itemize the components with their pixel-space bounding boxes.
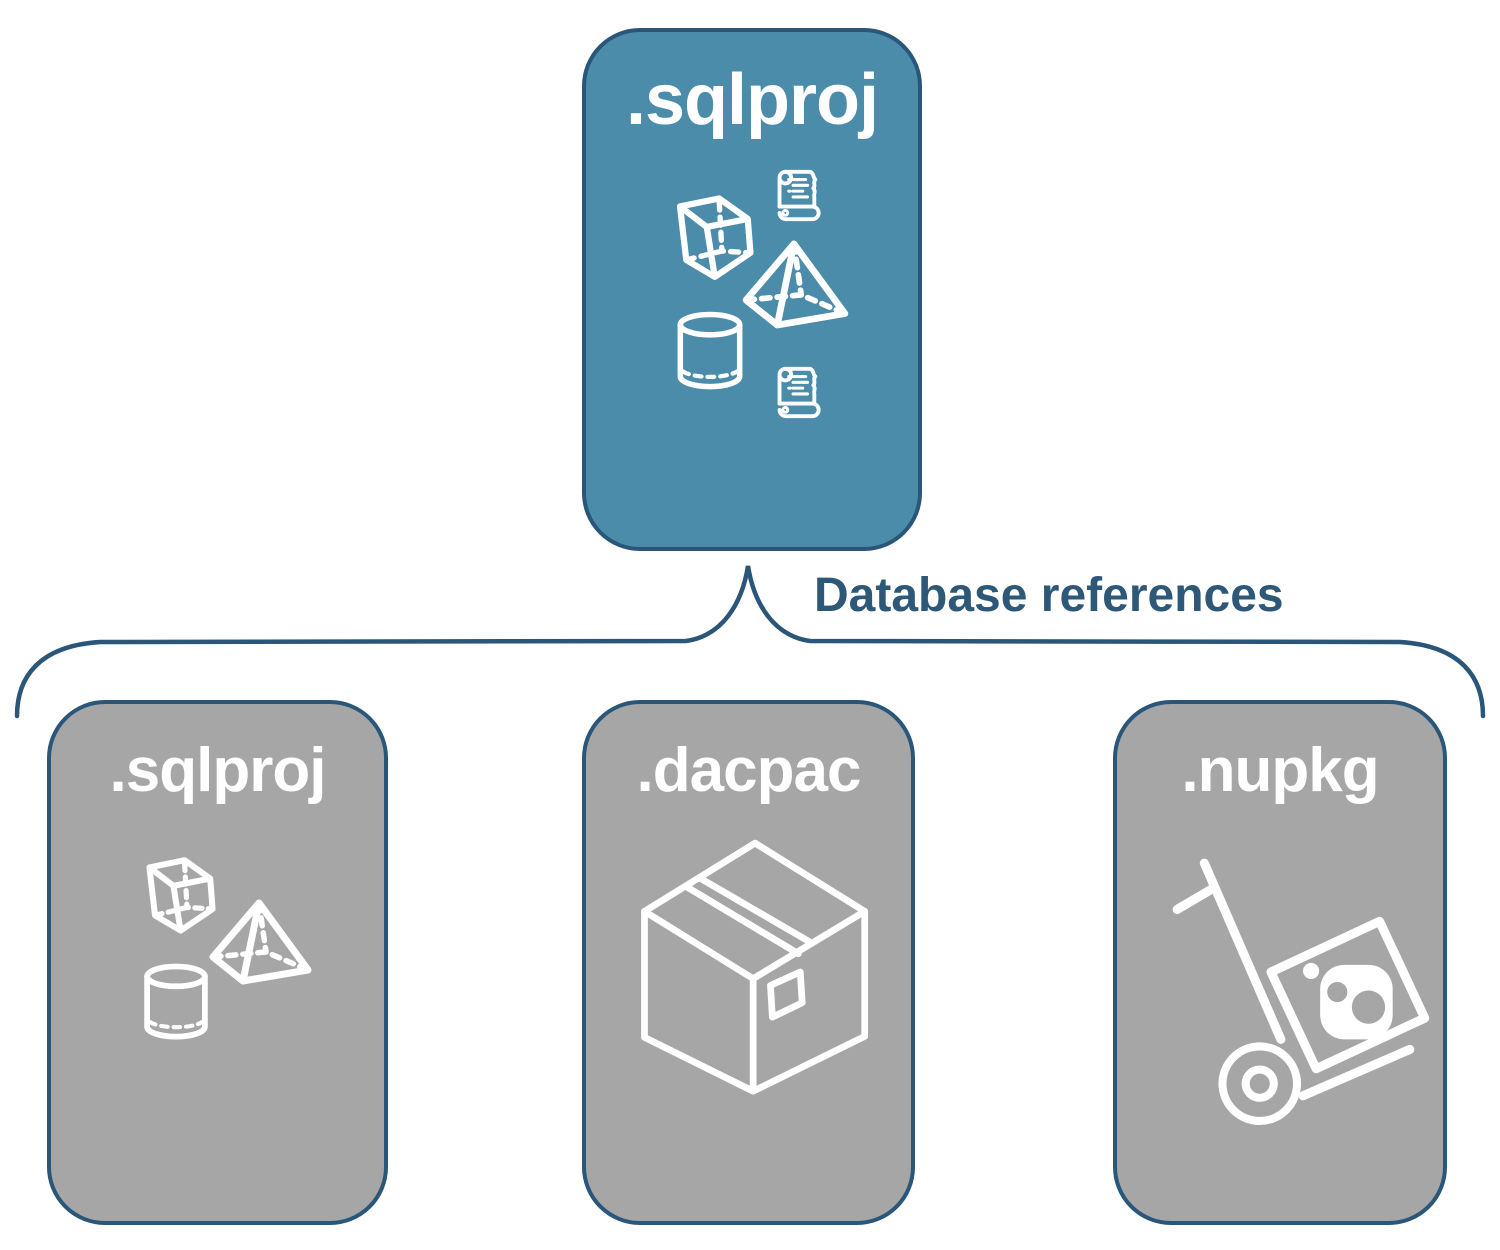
sql-script-scroll-icon xyxy=(777,169,821,222)
nuget-hand-truck-icon xyxy=(1172,858,1430,1125)
cube-icon xyxy=(146,857,216,934)
node-title: .nupkg xyxy=(1181,736,1379,805)
pyramid-icon xyxy=(209,899,312,985)
pyramid-icon xyxy=(742,240,849,329)
database-cylinder-icon xyxy=(144,963,208,1040)
node-title: .dacpac xyxy=(636,736,862,805)
node-title: .sqlproj xyxy=(625,60,879,140)
sql-script-scroll-icon xyxy=(777,366,821,419)
package-box-icon xyxy=(641,839,869,1095)
node-nupkg: .nupkg xyxy=(1113,700,1447,1225)
node-title: .sqlproj xyxy=(109,736,327,805)
node-dacpac: .dacpac xyxy=(582,700,915,1225)
node-sqlproj-top: .sqlproj xyxy=(582,28,922,551)
database-cylinder-icon xyxy=(677,311,743,390)
connector-label: Database references xyxy=(814,569,1284,622)
node-sqlproj-child: .sqlproj xyxy=(47,700,388,1225)
cube-icon xyxy=(676,195,754,280)
